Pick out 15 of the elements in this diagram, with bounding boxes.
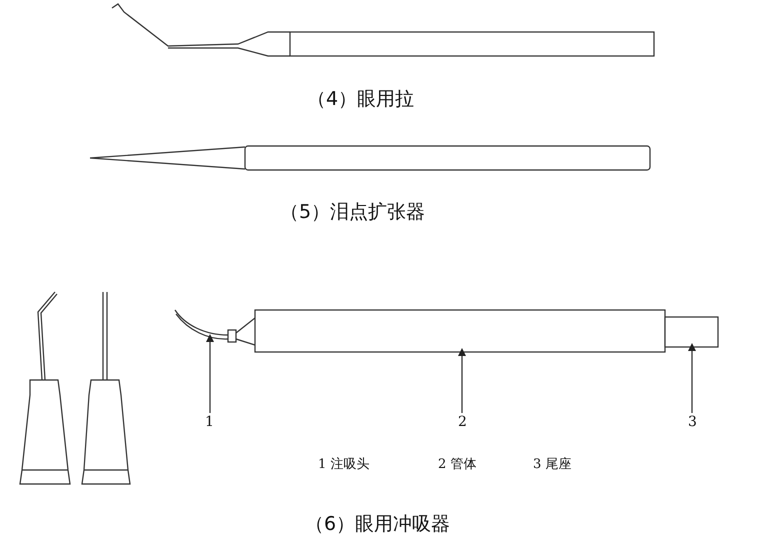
leader-line: [206, 334, 214, 413]
leader-line: [688, 343, 696, 413]
callout-number: 3: [688, 415, 697, 429]
caption: （6）眼用冲吸器: [305, 515, 450, 534]
legend-text: 1 注吸头: [318, 458, 370, 471]
callout-number: 2: [458, 415, 467, 429]
leader-line: [458, 348, 466, 413]
tail-seat: [664, 316, 719, 348]
tube-body: [254, 309, 666, 353]
legend-text: 2 管体: [438, 458, 476, 471]
caption: （5）泪点扩张器: [280, 203, 426, 222]
callout-number: 1: [205, 415, 214, 429]
legend-text: 3 尾座: [533, 458, 572, 471]
caption: （4）眼用拉: [307, 90, 414, 109]
suction-tip-drawing: [174, 309, 256, 346]
